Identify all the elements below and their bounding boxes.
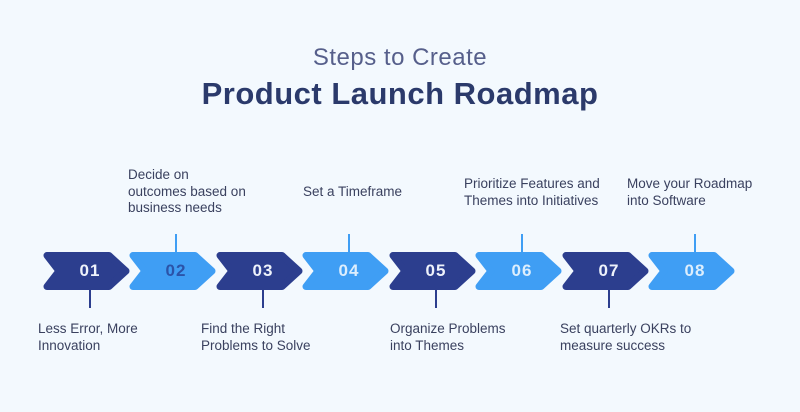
chevron-arrow-icon bbox=[475, 252, 562, 290]
step-number: 08 bbox=[684, 261, 706, 280]
step-chevron-03: 03 bbox=[216, 252, 304, 308]
step-chevron-02: 02 bbox=[129, 234, 217, 290]
chevron-arrow-icon bbox=[648, 252, 735, 290]
chevron-arrow-icon bbox=[216, 252, 303, 290]
step-chevron-01: 01 bbox=[43, 252, 131, 308]
step-chevron-06: 06 bbox=[475, 234, 563, 290]
step-connector-line bbox=[435, 290, 437, 308]
step-connector-line bbox=[608, 290, 610, 308]
step-number: 02 bbox=[165, 261, 187, 280]
step-number: 04 bbox=[338, 261, 360, 280]
chevron-arrow-icon bbox=[389, 252, 476, 290]
step-label-03: Find the Right Problems to Solve bbox=[201, 321, 311, 353]
step-label-01: Less Error, More Innovation bbox=[38, 321, 138, 353]
step-connector-line bbox=[89, 290, 91, 308]
chevron-arrow-icon bbox=[302, 252, 389, 290]
step-label-04: Set a Timeframe bbox=[303, 184, 403, 199]
step-number: 06 bbox=[511, 261, 533, 280]
step-label-07: Set quarterly OKRs to measure success bbox=[560, 321, 692, 353]
step-chevron-04: 04 bbox=[302, 234, 390, 290]
step-chevron-08: 08 bbox=[648, 234, 736, 290]
step-chevron-05: 05 bbox=[389, 252, 477, 308]
step-connector-line bbox=[521, 234, 523, 252]
step-number: 05 bbox=[425, 261, 447, 280]
chevron-arrow-icon bbox=[129, 252, 216, 290]
step-label-06: Prioritize Features and Themes into Init… bbox=[464, 176, 600, 208]
step-connector-line bbox=[348, 234, 350, 252]
chevron-arrow-icon bbox=[562, 252, 649, 290]
step-connector-line bbox=[175, 234, 177, 252]
step-connector-line bbox=[694, 234, 696, 252]
step-label-02: Decide on outcomes based on business nee… bbox=[128, 167, 246, 215]
step-connector-line bbox=[262, 290, 264, 308]
step-number: 07 bbox=[598, 261, 620, 280]
page-subtitle: Steps to Create bbox=[312, 44, 488, 71]
step-number: 01 bbox=[79, 261, 101, 280]
step-chevron-07: 07 bbox=[562, 252, 650, 308]
step-label-08: Move your Roadmap into Software bbox=[627, 176, 753, 208]
step-number: 03 bbox=[252, 261, 274, 280]
chevron-arrow-icon bbox=[43, 252, 130, 290]
page-title: Product Launch Roadmap bbox=[201, 76, 599, 111]
step-label-05: Organize Problems into Themes bbox=[390, 321, 506, 353]
